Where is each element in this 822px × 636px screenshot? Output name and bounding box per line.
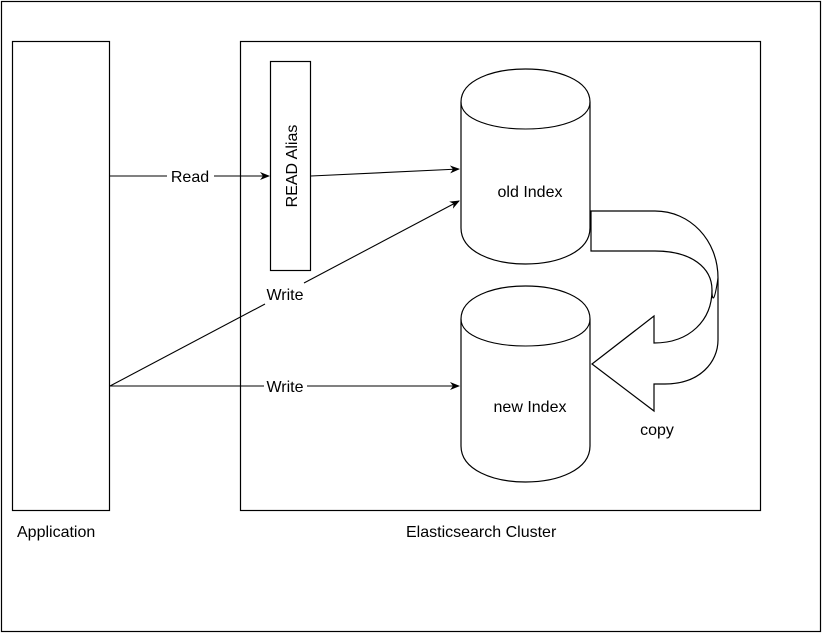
- old-index-cylinder[interactable]: [460, 68, 591, 265]
- copy-arrow-fold: [711, 277, 719, 299]
- copy-arrow-shape[interactable]: [590, 210, 719, 413]
- edge-alias-to-old-index[interactable]: [310, 165, 460, 177]
- old-index-node[interactable]: old Index: [460, 68, 591, 265]
- edge-write-old-index[interactable]: Write: [109, 200, 460, 387]
- new-index-label: new Index: [494, 399, 567, 416]
- edge-read[interactable]: Read: [110, 169, 270, 186]
- edge-copy[interactable]: copy: [590, 210, 719, 439]
- edge-write-new-index[interactable]: Write: [110, 379, 460, 396]
- edge-copy-label: copy: [640, 422, 674, 439]
- old-index-cylinder-top: [460, 101, 591, 130]
- new-index-cylinder-top: [460, 318, 591, 347]
- application-node[interactable]: [11, 40, 111, 512]
- read-alias-node[interactable]: READ Alias: [269, 60, 312, 272]
- read-alias-label: READ Alias: [284, 125, 301, 208]
- application-label: Application: [17, 524, 95, 541]
- read-alias-box[interactable]: [269, 60, 312, 272]
- edge-write-old-label: Write: [266, 287, 303, 304]
- cluster-label: Elasticsearch Cluster: [406, 524, 557, 541]
- old-index-label: old Index: [498, 184, 563, 201]
- application-box[interactable]: [11, 40, 111, 512]
- new-index-cylinder[interactable]: [460, 285, 591, 483]
- edge-read-label: Read: [171, 169, 209, 186]
- edge-write-new-label: Write: [266, 379, 303, 396]
- new-index-node[interactable]: new Index: [460, 285, 591, 483]
